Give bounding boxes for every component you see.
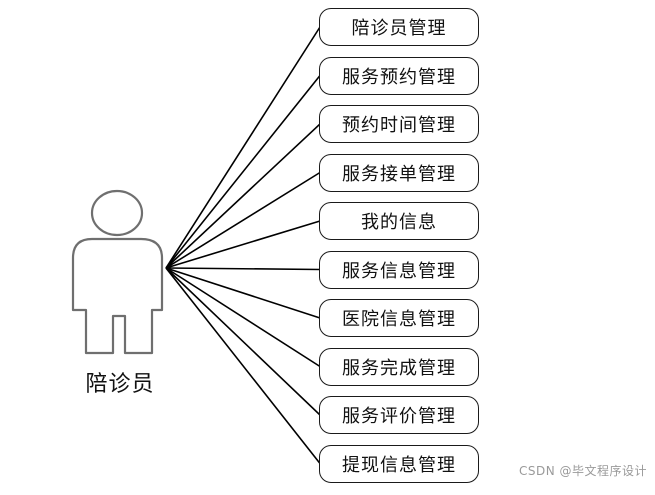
person-icon bbox=[71, 189, 164, 355]
use-case-7: 医院信息管理 bbox=[319, 299, 479, 337]
association-line-6 bbox=[165, 267, 321, 271]
use-case-9: 服务评价管理 bbox=[319, 396, 479, 434]
use-case-10: 提现信息管理 bbox=[319, 444, 479, 483]
association-line-5 bbox=[165, 220, 321, 269]
use-case-6: 服务信息管理 bbox=[319, 250, 479, 289]
association-line-9 bbox=[165, 267, 321, 416]
use-case-2: 服务预约管理 bbox=[319, 56, 479, 95]
association-line-4 bbox=[165, 171, 321, 269]
association-lines bbox=[165, 26, 321, 464]
actor-head bbox=[90, 189, 144, 237]
use-case-8: 服务完成管理 bbox=[319, 347, 479, 386]
use-case-1: 陪诊员管理 bbox=[319, 8, 479, 46]
association-line-10 bbox=[165, 267, 321, 464]
actor-body bbox=[71, 237, 164, 355]
association-line-2 bbox=[165, 75, 321, 269]
association-line-1 bbox=[165, 26, 321, 269]
use-case-3: 预约时间管理 bbox=[319, 105, 479, 143]
use-case-5: 我的信息 bbox=[319, 202, 479, 240]
use-case-4: 服务接单管理 bbox=[319, 153, 479, 192]
association-line-3 bbox=[165, 123, 321, 269]
actor-label: 陪诊员 bbox=[85, 372, 155, 397]
watermark: CSDN @毕文程序设计 bbox=[518, 464, 647, 478]
association-line-7 bbox=[165, 267, 321, 319]
association-line-8 bbox=[165, 267, 321, 368]
